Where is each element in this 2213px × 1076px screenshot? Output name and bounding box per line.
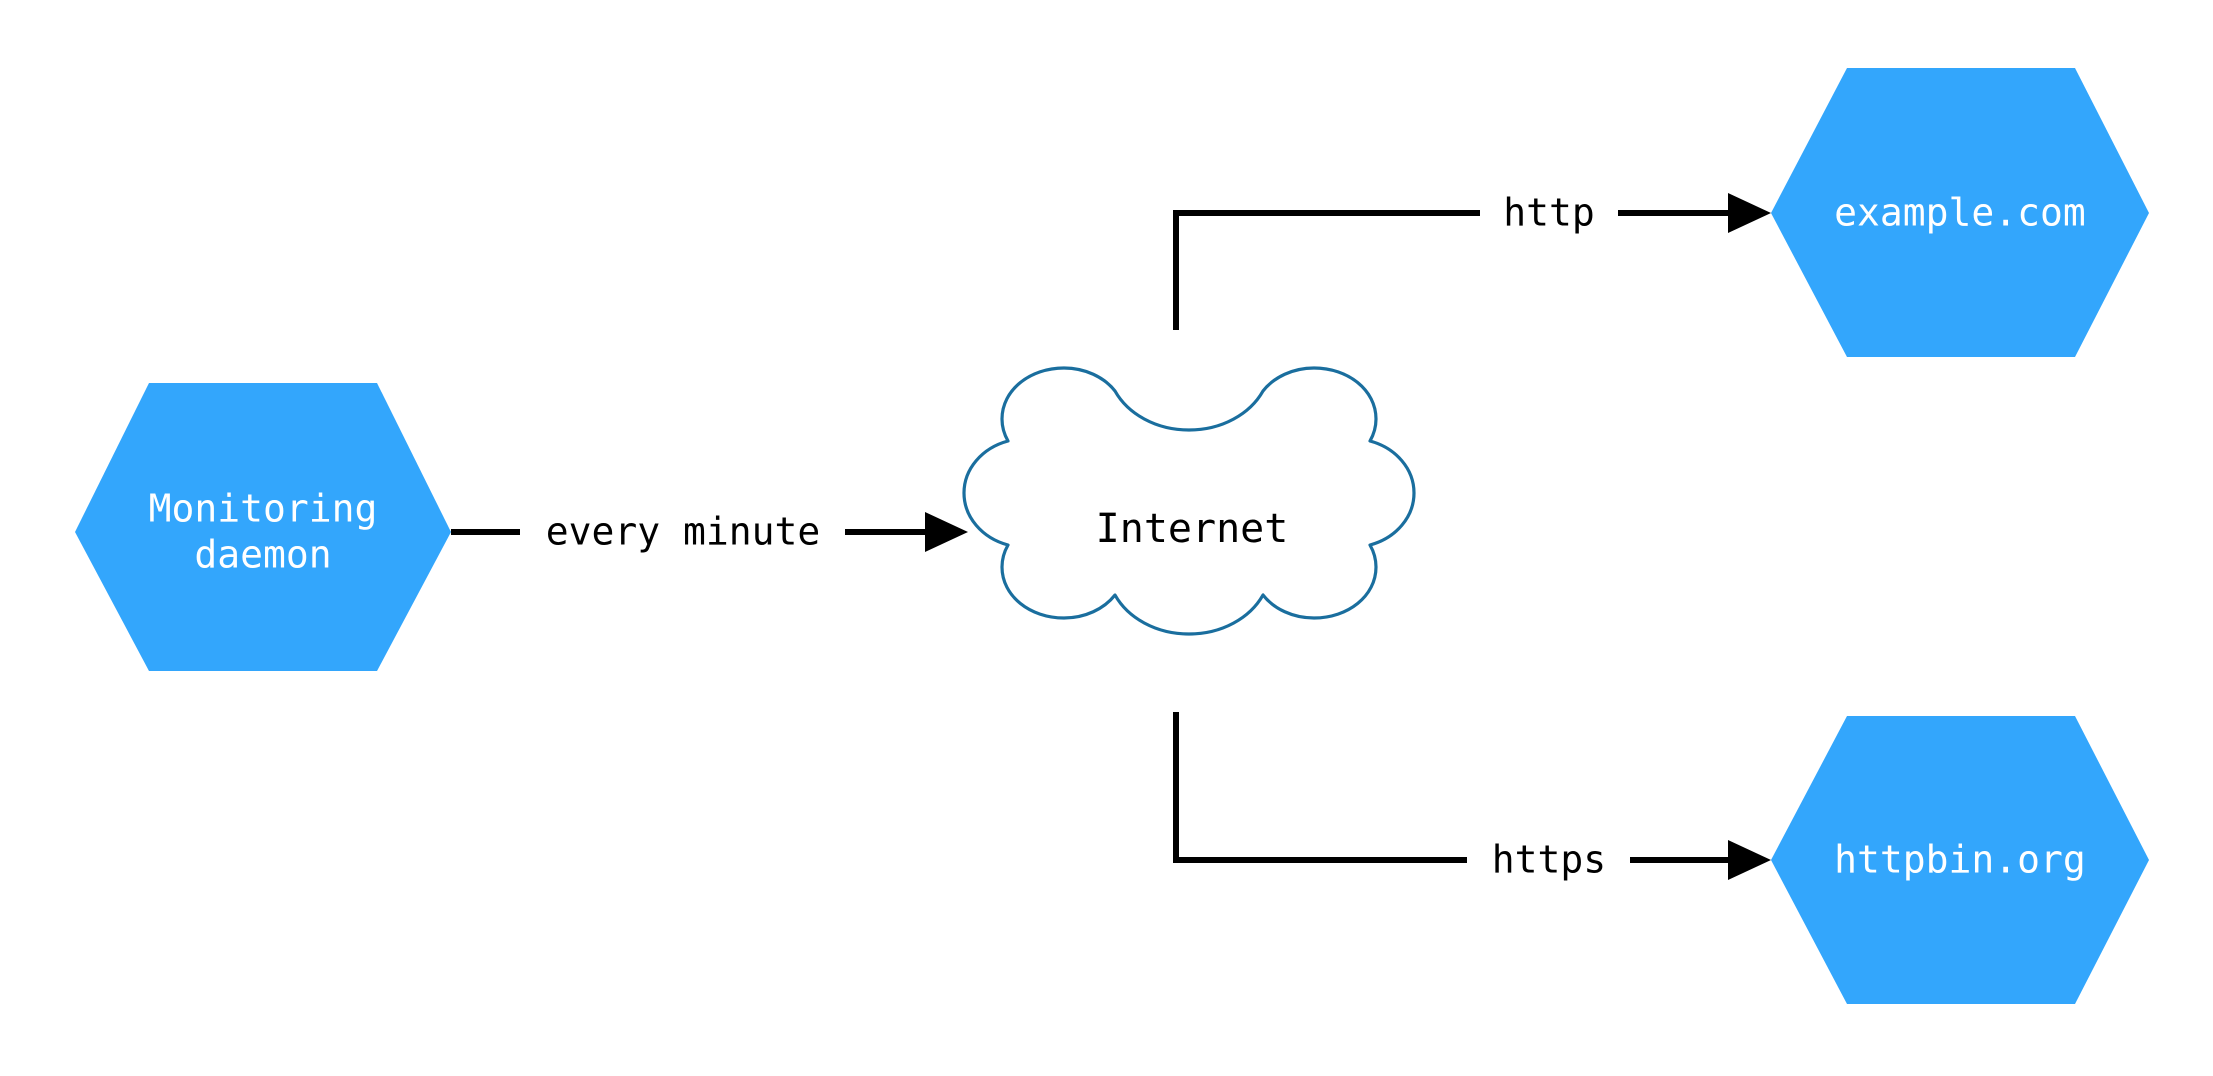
node-example-com[interactable]: example.com (1771, 68, 2149, 357)
node-httpbin-org[interactable]: httpbin.org (1771, 716, 2149, 1004)
arrowhead-to-internet (925, 512, 968, 552)
edge-internet-to-example: http (1173, 191, 1771, 330)
hexagon-shape-monitoring-daemon[interactable] (75, 383, 451, 671)
edge-daemon-to-internet: every minute (451, 510, 968, 554)
edge-internet-to-httpbin: https (1173, 712, 1771, 882)
node-label-httpbin-org: httpbin.org (1834, 838, 2086, 882)
edge-path-https (1173, 712, 1467, 863)
edge-label-http: http (1503, 191, 1595, 235)
node-label-internet: Internet (1096, 506, 1289, 552)
hexagon-shape-httpbin-org[interactable] (1771, 716, 2149, 1004)
node-label-monitoring-daemon-line1: Monitoring (149, 487, 378, 531)
cloud-shape-internet[interactable] (962, 366, 1416, 636)
arrowhead-to-example (1728, 193, 1771, 233)
edge-path-http (1173, 210, 1480, 330)
node-monitoring-daemon[interactable]: Monitoring daemon (75, 383, 451, 671)
edge-label-https: https (1492, 838, 1606, 882)
hexagon-shape-example-com[interactable] (1771, 68, 2149, 357)
node-label-monitoring-daemon-line2: daemon (194, 533, 331, 577)
edge-label-every-minute: every minute (546, 510, 821, 554)
arrowhead-to-httpbin (1728, 840, 1771, 880)
node-internet[interactable]: Internet (962, 366, 1416, 636)
node-label-example-com: example.com (1834, 191, 2086, 235)
